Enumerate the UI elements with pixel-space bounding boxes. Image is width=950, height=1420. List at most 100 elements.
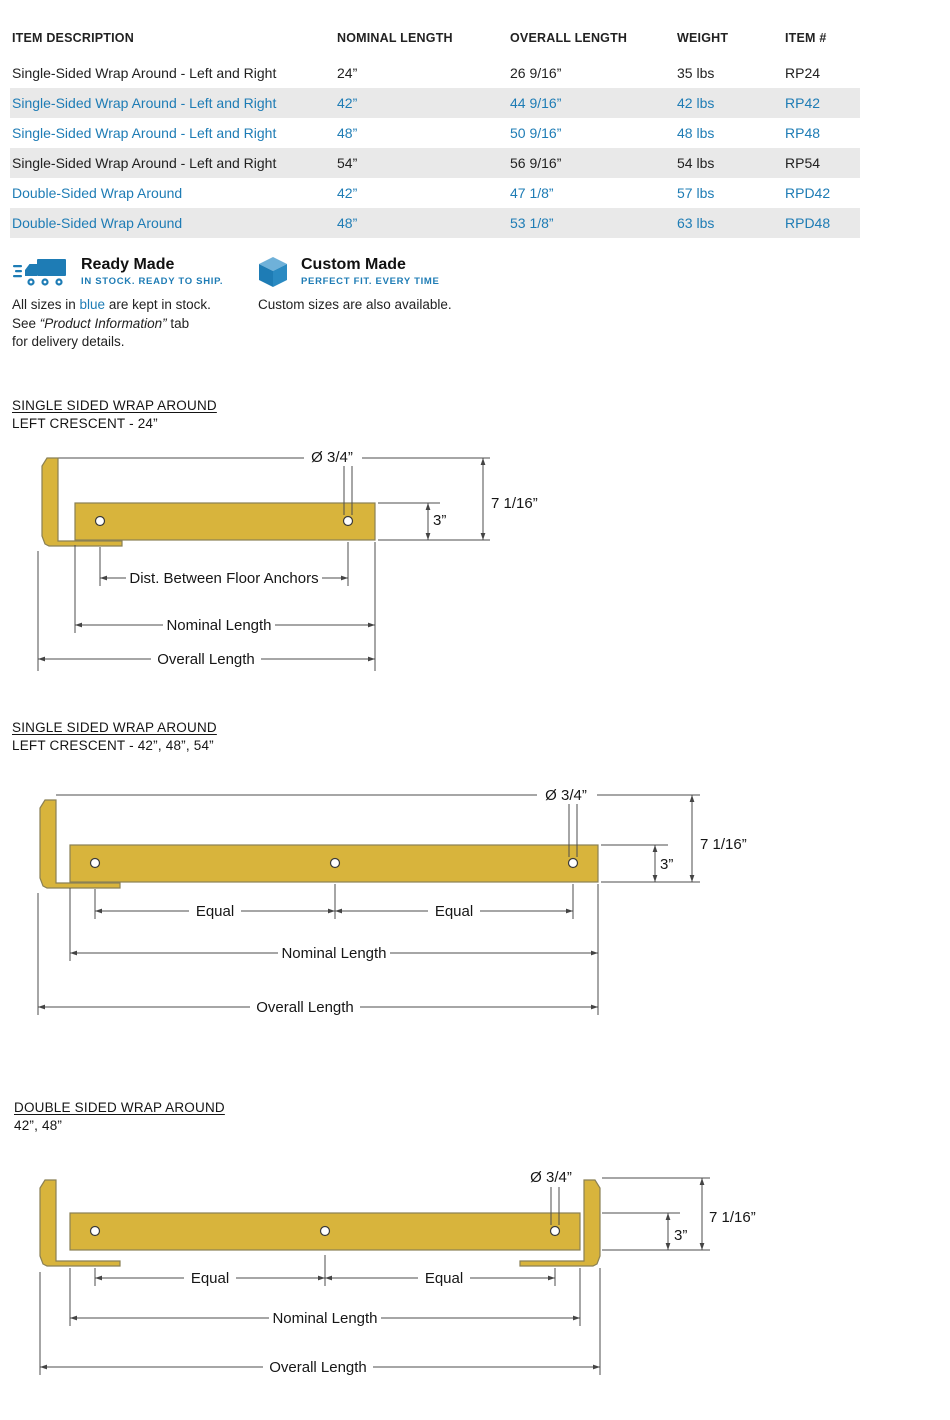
dim-label-hole-diameter: Ø 3/4” (311, 449, 353, 466)
table-row: Single-Sided Wrap Around - Left and Righ… (10, 148, 860, 178)
cell-weight: 63 lbs (677, 215, 715, 231)
cell-weight: 54 lbs (677, 155, 715, 171)
cell-description: Double-Sided Wrap Around (12, 215, 183, 231)
dim-label-nominal-length: Nominal Length (166, 617, 271, 634)
cell-nominal: 48” (337, 215, 358, 231)
truck-icon (13, 259, 66, 286)
dim-label-equal: Equal (191, 1270, 229, 1287)
custom-made-subtitle: PERFECT FIT. EVERY TIME (301, 276, 440, 287)
crescent-bracket-left (39, 1179, 121, 1267)
anchor-hole (94, 515, 106, 527)
header-overall-length: OVERALL LENGTH (510, 31, 628, 45)
cell-item: RPD42 (785, 185, 831, 201)
dim-label-overall-length: Overall Length (256, 999, 354, 1016)
diagram-3-title: DOUBLE SIDED WRAP AROUND (14, 1100, 225, 1115)
cell-weight: 35 lbs (677, 65, 715, 81)
note-line-3: for delivery details. (12, 334, 125, 349)
cell-overall: 50 9/16” (510, 125, 562, 141)
dim-label-nominal-length: Nominal Length (281, 945, 386, 962)
crescent-bracket (39, 799, 121, 889)
diagram-2-heading: SINGLE SIDED WRAP AROUND LEFT CRESCENT -… (12, 719, 217, 755)
cell-item: RP48 (785, 125, 821, 141)
header-item-description: ITEM DESCRIPTION (12, 31, 134, 45)
dim-label-hole-diameter: Ø 3/4” (530, 1169, 572, 1186)
dim-label-overall-length: Overall Length (157, 651, 255, 668)
dim-label-nominal-length: Nominal Length (272, 1310, 377, 1327)
cell-item: RP24 (785, 65, 821, 81)
header-nominal-length: NOMINAL LENGTH (337, 31, 453, 45)
anchor-hole (329, 857, 341, 869)
cell-weight: 57 lbs (677, 185, 715, 201)
anchor-hole (319, 1225, 331, 1237)
crescent-bracket (41, 457, 123, 547)
product-information-reference: “Product Information” (39, 315, 167, 331)
blue-word: blue (79, 297, 106, 312)
dim-label-bar-height: 3” (674, 1227, 687, 1244)
diagram-2-subtitle: LEFT CRESCENT - 42”, 48”, 54” (12, 738, 214, 753)
cell-description: Single-Sided Wrap Around - Left and Righ… (12, 95, 277, 111)
dim-label-equal: Equal (435, 903, 473, 920)
cell-nominal: 24” (337, 65, 358, 81)
dim-label-overall-length: Overall Length (269, 1359, 367, 1376)
dim-label-equal: Equal (425, 1270, 463, 1287)
cell-overall: 53 1/8” (510, 215, 554, 231)
table-row: Single-Sided Wrap Around - Left and Righ… (10, 58, 860, 88)
ready-made-subtitle: IN STOCK. READY TO SHIP. (81, 276, 224, 287)
box-icon (259, 257, 287, 287)
cell-description: Double-Sided Wrap Around (12, 185, 183, 201)
cell-item: RP42 (785, 95, 821, 111)
diagram-1-subtitle: LEFT CRESCENT - 24” (12, 416, 158, 431)
cell-description: Single-Sided Wrap Around - Left and Righ… (12, 65, 277, 81)
cell-nominal: 42” (337, 185, 358, 201)
diagram-double-sided: Ø 3/4” 7 1/16” 3” Equal Equal Nominal Le… (39, 1169, 756, 1376)
table-header-row: ITEM DESCRIPTION NOMINAL LENGTH OVERALL … (10, 18, 860, 58)
custom-made-badge: Custom Made PERFECT FIT. EVERY TIME (258, 256, 440, 288)
cell-item: RP54 (785, 155, 821, 171)
anchor-hole (89, 1225, 101, 1237)
diagram-3-heading: DOUBLE SIDED WRAP AROUND 42”, 48” (14, 1099, 225, 1135)
protector-bar (74, 502, 376, 541)
custom-made-title: Custom Made (301, 256, 406, 273)
table-row: Single-Sided Wrap Around - Left and Righ… (10, 118, 860, 148)
cell-description: Single-Sided Wrap Around - Left and Righ… (12, 155, 277, 171)
ready-made-title: Ready Made (81, 256, 175, 273)
table-row: Double-Sided Wrap Around 42” 47 1/8” 57 … (10, 178, 860, 208)
ready-made-note: All sizes in blue are kept in stock. See… (12, 296, 242, 352)
diagram-single-sided-24: Ø 3/4” 3” 7 1/16” Dist. Between Floor An… (37, 449, 538, 671)
dim-label-bar-height: 3” (433, 512, 446, 529)
header-weight: WEIGHT (677, 31, 729, 45)
cell-overall: 47 1/8” (510, 185, 554, 201)
dim-label-hole-diameter: Ø 3/4” (545, 787, 587, 804)
cell-overall: 26 9/16” (510, 65, 562, 81)
cell-nominal: 54” (337, 155, 358, 171)
cell-nominal: 42” (337, 95, 358, 111)
custom-made-note: Custom sizes are also available. (258, 297, 452, 312)
anchor-hole (89, 857, 101, 869)
anchor-hole (549, 1225, 561, 1237)
cell-item: RPD48 (785, 215, 831, 231)
cell-description: Single-Sided Wrap Around - Left and Righ… (12, 125, 277, 141)
anchor-hole (342, 515, 354, 527)
diagram-1-title: SINGLE SIDED WRAP AROUND (12, 398, 217, 413)
dim-label-height: 7 1/16” (491, 495, 538, 512)
cell-weight: 42 lbs (677, 95, 715, 111)
dim-label-anchors: Dist. Between Floor Anchors (129, 570, 318, 587)
spec-table: ITEM DESCRIPTION NOMINAL LENGTH OVERALL … (10, 18, 860, 238)
cell-weight: 48 lbs (677, 125, 715, 141)
crescent-bracket-right (519, 1179, 601, 1267)
cell-nominal: 48” (337, 125, 358, 141)
diagram-3-subtitle: 42”, 48” (14, 1118, 63, 1133)
diagram-single-sided-long: Ø 3/4” 3” 7 1/16” Equal Equal Nominal Le… (37, 786, 747, 1016)
note-line-2: See “Product Information” tab (12, 315, 190, 331)
header-item-number: ITEM # (785, 31, 827, 45)
note-line-1: All sizes in blue are kept in stock. (12, 297, 211, 312)
diagram-2-title: SINGLE SIDED WRAP AROUND (12, 720, 217, 735)
dim-label-height: 7 1/16” (709, 1209, 756, 1226)
ready-made-badge: Ready Made IN STOCK. READY TO SHIP. (12, 256, 223, 288)
diagram-1-heading: SINGLE SIDED WRAP AROUND LEFT CRESCENT -… (12, 397, 217, 433)
table-row: Single-Sided Wrap Around - Left and Righ… (10, 88, 860, 118)
anchor-hole (567, 857, 579, 869)
cell-overall: 44 9/16” (510, 95, 562, 111)
dim-label-height: 7 1/16” (700, 836, 747, 853)
